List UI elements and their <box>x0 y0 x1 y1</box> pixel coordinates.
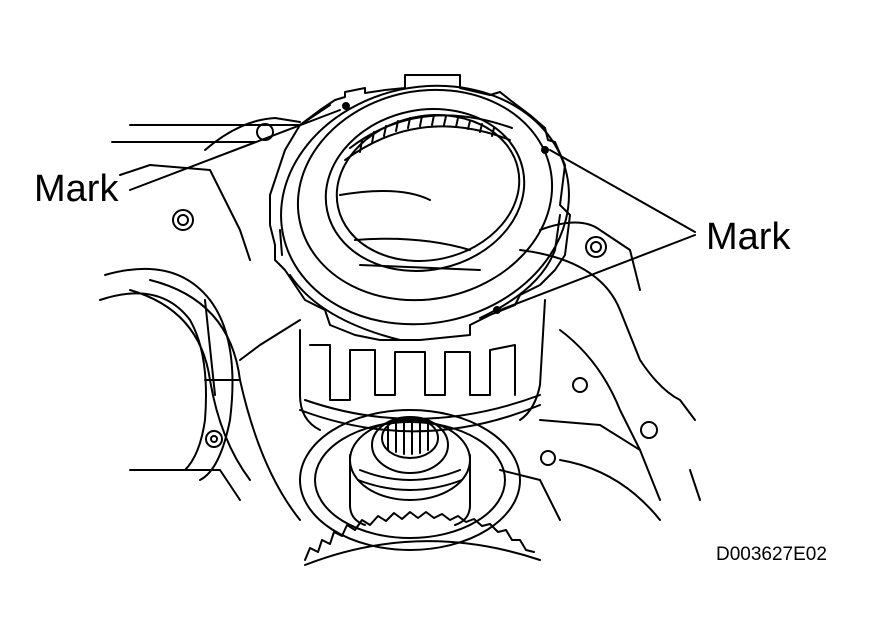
case-bore <box>99 267 234 481</box>
leader-line-right-lower <box>499 234 696 311</box>
leader-line-left <box>129 109 341 191</box>
leader-lines <box>129 109 696 311</box>
figure-code: D003627E02 <box>716 544 827 565</box>
leader-line-right-upper <box>549 149 696 233</box>
output-shaft <box>299 409 521 551</box>
clutch-drum <box>299 299 546 433</box>
clutch-disc <box>269 74 571 341</box>
mark-label-left: Mark <box>34 168 119 210</box>
transmission-case <box>111 104 701 521</box>
mark-label-right: Mark <box>706 216 791 258</box>
ring-gear <box>304 511 541 566</box>
bolt-holes <box>172 123 658 466</box>
